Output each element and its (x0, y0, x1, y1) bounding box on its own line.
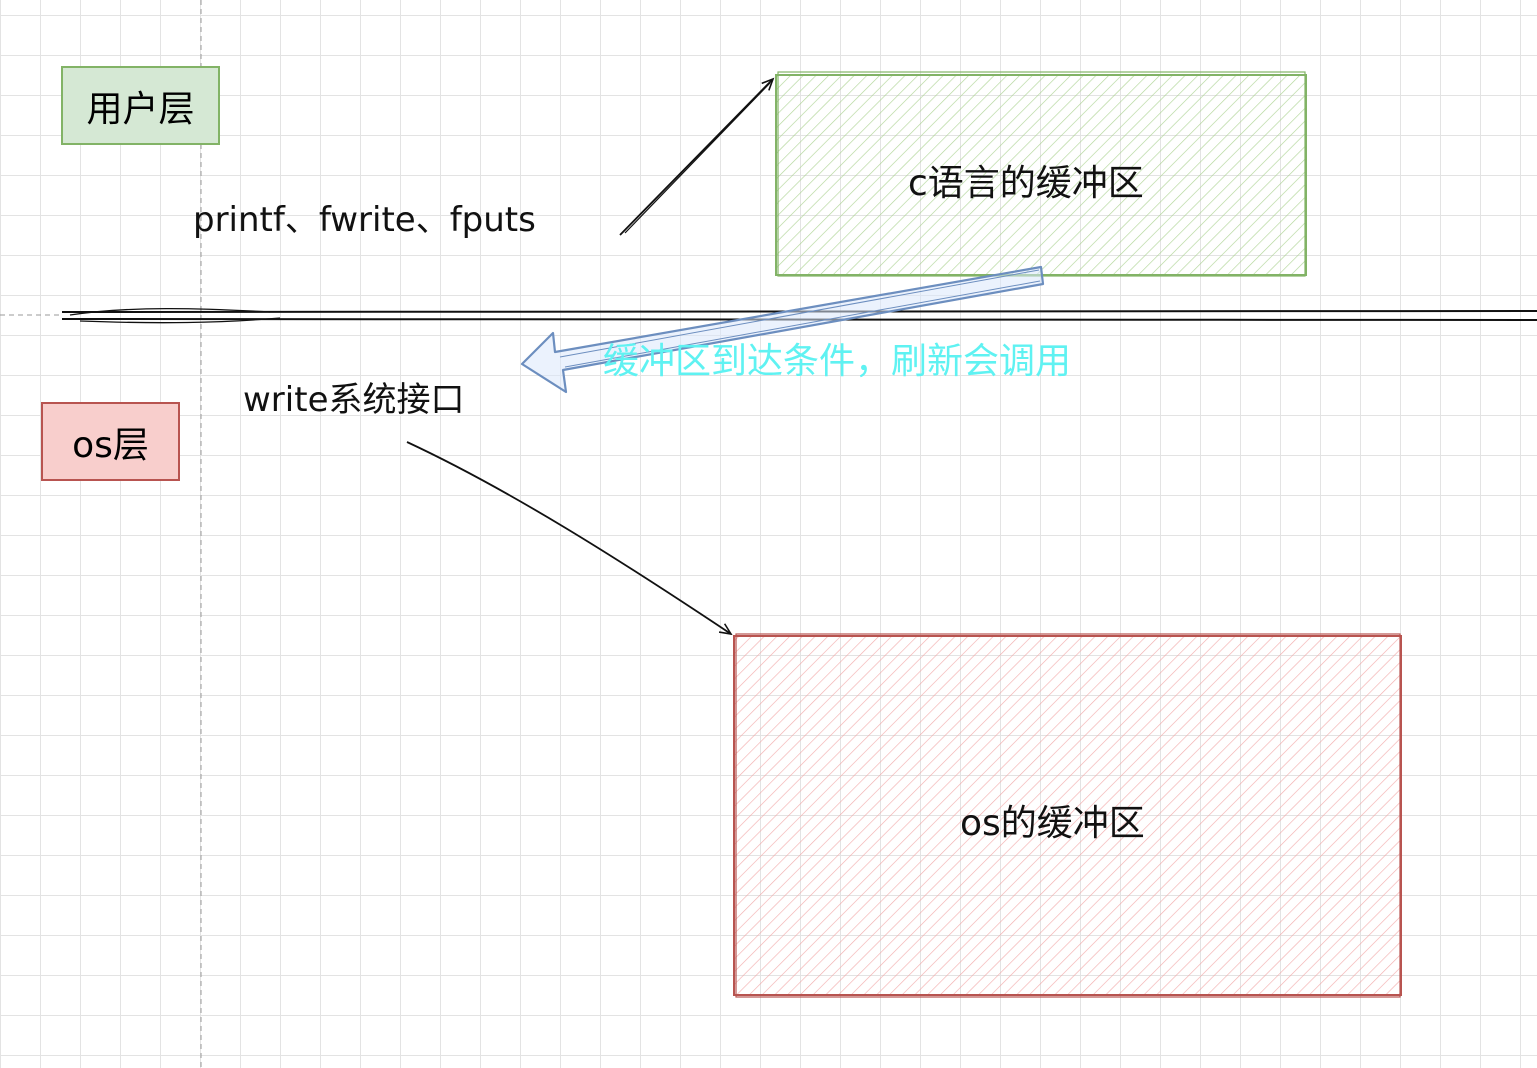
user-layer-label: 用户层 (61, 66, 220, 145)
flush-arrow (520, 265, 1045, 394)
functions-to-c-buffer-arrow (619, 77, 775, 236)
write-to-os-buffer-arrow (406, 441, 733, 636)
functions-label: printf、fwrite、fputs (193, 200, 536, 240)
os-layer-label: os层 (41, 402, 180, 481)
flush-condition-label: 缓冲区到达条件，刷新会调用 (603, 341, 1072, 382)
write-interface-label: write系统接口 (243, 380, 465, 420)
os-buffer-label: os的缓冲区 (960, 803, 1145, 844)
c-buffer-label: c语言的缓冲区 (908, 163, 1144, 204)
os-layer-text: os层 (72, 424, 149, 466)
user-layer-text: 用户层 (86, 88, 195, 130)
os-buffer-box (733, 633, 1402, 998)
